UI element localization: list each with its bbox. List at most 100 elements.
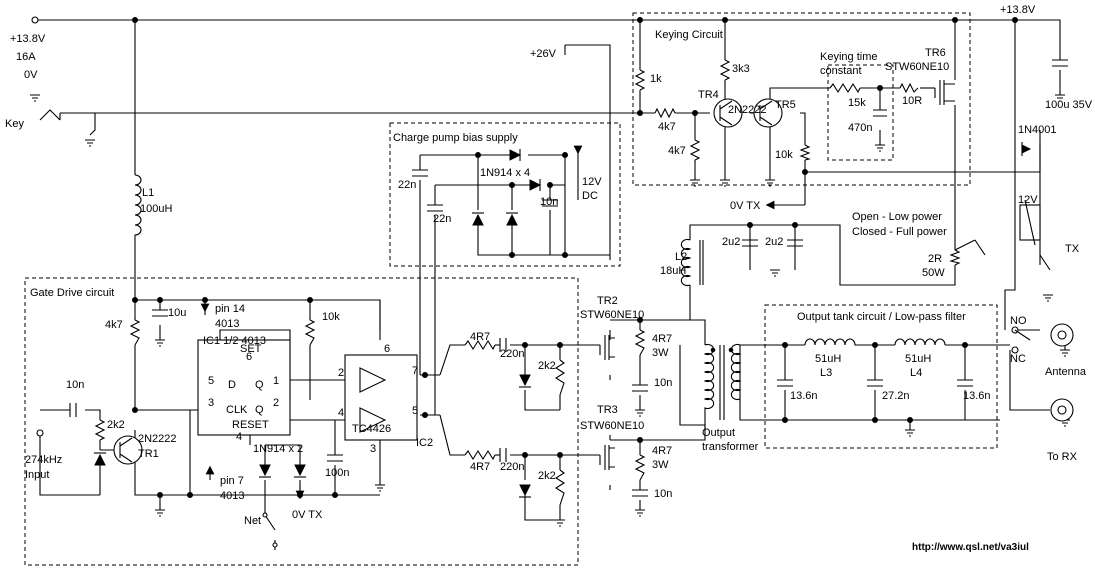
gate-clk-pin: 3 [208,397,214,409]
pa-output-transformer-1: Output [702,427,735,439]
keying-c470n: 470n [848,122,872,134]
gate-net: Net [244,515,261,527]
keying-r10r: 10R [902,95,922,107]
supply-26v: +26V [530,48,557,60]
pa-r4r7-b: 4R7 [470,461,490,473]
pa-w3-b: 3W [652,459,669,471]
gate-pin14: pin 14 [215,303,245,315]
keying-r15k: 15k [848,97,866,109]
gate-pin14-ic: 4013 [215,318,239,330]
pa-tr2-part: STW60NE10 [580,309,644,321]
keying-r10k: 10k [775,149,793,161]
ic-boxes [197,339,418,441]
power-closed-label: Closed - Full power [852,226,947,238]
gate-pin7: pin 7 [220,475,244,487]
gate-tr1: TR1 [138,448,159,460]
gate-r10k: 10k [322,311,340,323]
gate-set-pin: 6 [246,351,252,363]
charge-pump-c10n: 10n [540,196,558,208]
dashed-boxes [24,12,998,566]
charge-pump-dc: DC [582,190,598,202]
pa-w3-a: 3W [652,347,669,359]
power-open-label: Open - Low power [852,211,942,223]
pa-l2-val: 18uH [660,265,686,277]
charge-pump-c22n-a: 22n [398,179,416,191]
filter-c27-2n: 27.2n [882,390,910,402]
pa-tr2: TR2 [597,295,618,307]
keying-zerov-tx: 0V TX [730,200,761,212]
gate-c100n: 100n [325,467,349,479]
gate-l1: L1 [142,187,154,199]
filter-l3: L3 [820,367,832,379]
inductors [134,174,946,431]
supply-left-voltage: +13.8V [10,33,46,45]
keying-tr6-part: STW60NE10 [885,61,949,73]
gate-ic2-pin2: 2 [338,367,344,379]
gate-r2k2: 2k2 [107,419,125,431]
grounds [30,94,1070,527]
gate-tr1-part: 2N2222 [138,433,177,445]
gate-q-pin: 1 [273,375,279,387]
gate-pin7-ic: 4013 [220,490,244,502]
keying-relay: 12V [1018,194,1038,206]
resistors [94,59,961,506]
gate-ic2-pin5: 5 [412,405,418,417]
gate-reset: RESET [232,419,269,431]
pa-c2u2-b: 2u2 [765,236,783,248]
gate-ic2: IC2 [416,437,433,449]
keying-tr4: TR4 [698,89,719,101]
gate-ic2-pin7: 7 [412,365,418,377]
key-label: Key [5,118,24,130]
pa-c220n-b: 220n [500,461,524,473]
gate-clk: CLK [226,404,248,416]
filter-c13-6n-a: 13.6n [790,390,818,402]
gate-r4k7: 4k7 [105,319,123,331]
switches-connectors [39,109,1074,550]
keying-kt-title-1: Keying time [820,51,877,63]
filter-l4: L4 [910,367,922,379]
charge-pump-12v: 12V [582,176,602,188]
filter-c13-6n-b: 13.6n [963,390,991,402]
power-r2r: 2R [928,253,942,265]
filter-l3-val: 51uH [815,353,841,365]
keying-tr5: TR5 [775,99,796,111]
keying-r4k7a: 4k7 [658,121,676,133]
gate-c10u: 10u [168,307,186,319]
gate-ic1: IC1 1/2 4013 [203,335,266,347]
supply-left-zero: 0V [24,69,38,81]
gate-drive-title: Gate Drive circuit [30,287,114,299]
pa-r4r7-a: 4R7 [470,331,490,343]
pa-tr3-part: STW60NE10 [580,420,644,432]
gate-ic2-part: TC4426 [352,423,391,435]
gate-zerov-tx: 0V TX [292,509,323,521]
charge-pump-c22n-b: 22n [433,213,451,225]
keying-r1k: 1k [650,73,662,85]
capacitors [69,59,1068,497]
keying-tx: TX [1065,243,1080,255]
gate-q: Q [255,379,264,391]
credit-url: http://www.qsl.net/va3iul [912,542,1029,553]
keying-tr6: TR6 [925,47,946,59]
pa-r4r7-a2: 4R7 [652,333,672,345]
pa-l2: L2 [675,251,687,263]
power-r2r-watts: 50W [922,267,945,279]
filter-title: Output tank circuit / Low-pass filter [797,311,966,323]
supply-right-voltage: +13.8V [1000,4,1036,16]
pa-c10n-b: 10n [654,488,672,500]
gate-qb-pin: 2 [273,397,279,409]
pa-c10n-a: 10n [654,377,672,389]
pa-r2k2-a: 2k2 [538,360,556,372]
keying-tr4-part: 2N2222 [728,104,767,116]
transistors [113,80,955,470]
filter-antenna: Antenna [1045,366,1087,378]
gate-reset-pin: 4 [236,431,242,443]
gate-qb: Q [255,404,264,416]
keying-kt-title-2: constant [820,65,862,77]
gate-ic2-pin6: 6 [384,343,390,355]
keying-r4k7b: 4k7 [668,145,686,157]
gate-set: SET [240,343,262,355]
keying-title: Keying Circuit [655,29,723,41]
charge-pump-diodes: 1N914 x 4 [480,167,530,179]
diodes [94,142,1032,498]
